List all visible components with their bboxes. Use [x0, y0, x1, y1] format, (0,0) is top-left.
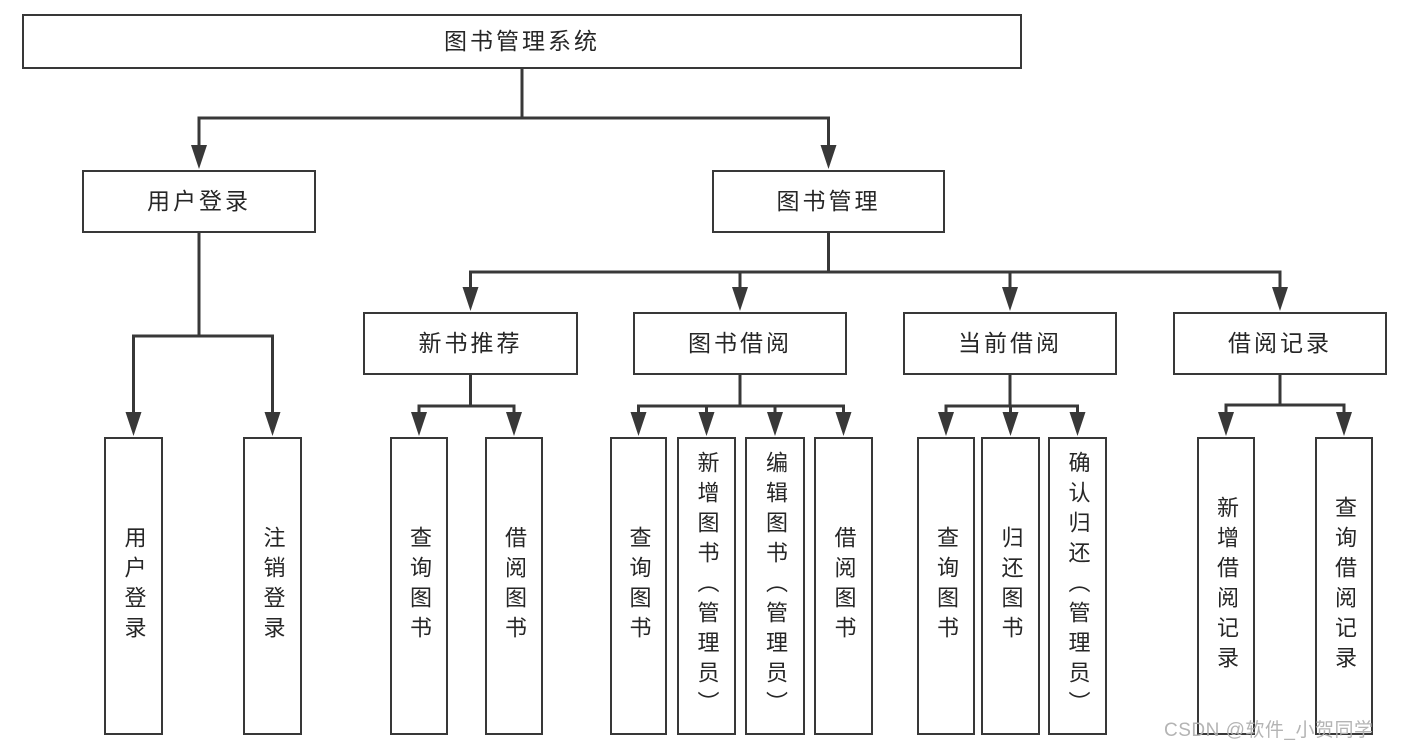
node-leaf-user-login: 用户登录	[104, 437, 163, 735]
arrowhead-icon	[1002, 287, 1018, 311]
node-label: 借阅图书	[502, 526, 527, 646]
arrowhead-icon	[191, 145, 207, 169]
node-leaf-borrow-books-2: 借阅图书	[814, 437, 873, 735]
node-label: 当前借阅	[958, 330, 1062, 356]
node-leaf-borrow-books-1: 借阅图书	[485, 437, 543, 735]
arrowhead-icon	[630, 412, 647, 436]
node-label: 查询图书	[626, 526, 652, 646]
node-leaf-add-borrow-record: 新增借阅记录	[1197, 437, 1255, 735]
node-root: 图书管理系统	[22, 14, 1022, 69]
node-label: 借阅图书	[831, 526, 857, 646]
node-leaf-return-books: 归还图书	[981, 437, 1040, 735]
arrowhead-icon	[767, 412, 783, 436]
node-label: 图书管理	[776, 188, 881, 214]
node-label: 用户登录	[121, 526, 147, 646]
arrowhead-icon	[835, 412, 852, 436]
node-label: 用户登录	[147, 188, 251, 214]
node-label: 查询借阅记录	[1332, 496, 1357, 676]
node-label: 借阅记录	[1228, 330, 1332, 356]
arrowhead-icon	[1336, 412, 1352, 436]
node-label: 归还图书	[998, 526, 1024, 646]
node-user-login: 用户登录	[82, 170, 316, 233]
arrowhead-icon	[1218, 412, 1234, 436]
node-label: 注销登录	[260, 526, 286, 646]
arrowhead-icon	[698, 412, 715, 436]
arrowhead-icon	[732, 287, 748, 311]
arrowhead-icon	[506, 412, 522, 436]
node-leaf-query-borrow-record: 查询借阅记录	[1315, 437, 1373, 735]
node-label: 确认归还（管理员）	[1065, 451, 1091, 721]
arrowhead-icon	[938, 412, 954, 436]
node-label: 编辑图书（管理员）	[763, 451, 788, 721]
arrowhead-icon	[1272, 287, 1288, 311]
arrowhead-icon	[125, 412, 142, 436]
arrowhead-icon	[1069, 412, 1086, 436]
node-leaf-confirm-return-admin: 确认归还（管理员）	[1048, 437, 1107, 735]
node-leaf-query-books-3: 查询图书	[917, 437, 975, 735]
node-label: 新书推荐	[418, 330, 523, 356]
node-leaf-query-books-1: 查询图书	[390, 437, 448, 735]
node-leaf-logout: 注销登录	[243, 437, 302, 735]
node-label: 新增图书（管理员）	[694, 451, 720, 721]
arrowhead-icon	[820, 145, 837, 169]
node-leaf-add-books-admin: 新增图书（管理员）	[677, 437, 736, 735]
node-label: 查询图书	[407, 526, 432, 646]
node-new-book-recommend: 新书推荐	[363, 312, 578, 375]
watermark-text: CSDN @软件_小贺同学	[1164, 720, 1374, 741]
arrowhead-icon	[264, 412, 281, 436]
node-current-borrowing: 当前借阅	[903, 312, 1117, 375]
node-label: 图书借阅	[688, 330, 792, 356]
arrowhead-icon	[411, 412, 427, 436]
node-leaf-edit-books-admin: 编辑图书（管理员）	[745, 437, 805, 735]
node-label: 图书管理系统	[444, 28, 600, 54]
arrowhead-icon	[462, 287, 479, 311]
node-label: 查询图书	[934, 526, 959, 646]
arrowhead-icon	[1002, 412, 1019, 436]
node-book-borrowing: 图书借阅	[633, 312, 847, 375]
node-label: 新增借阅记录	[1214, 496, 1239, 676]
node-book-management: 图书管理	[712, 170, 945, 233]
node-leaf-query-books-2: 查询图书	[610, 437, 667, 735]
node-borrowing-records: 借阅记录	[1173, 312, 1387, 375]
